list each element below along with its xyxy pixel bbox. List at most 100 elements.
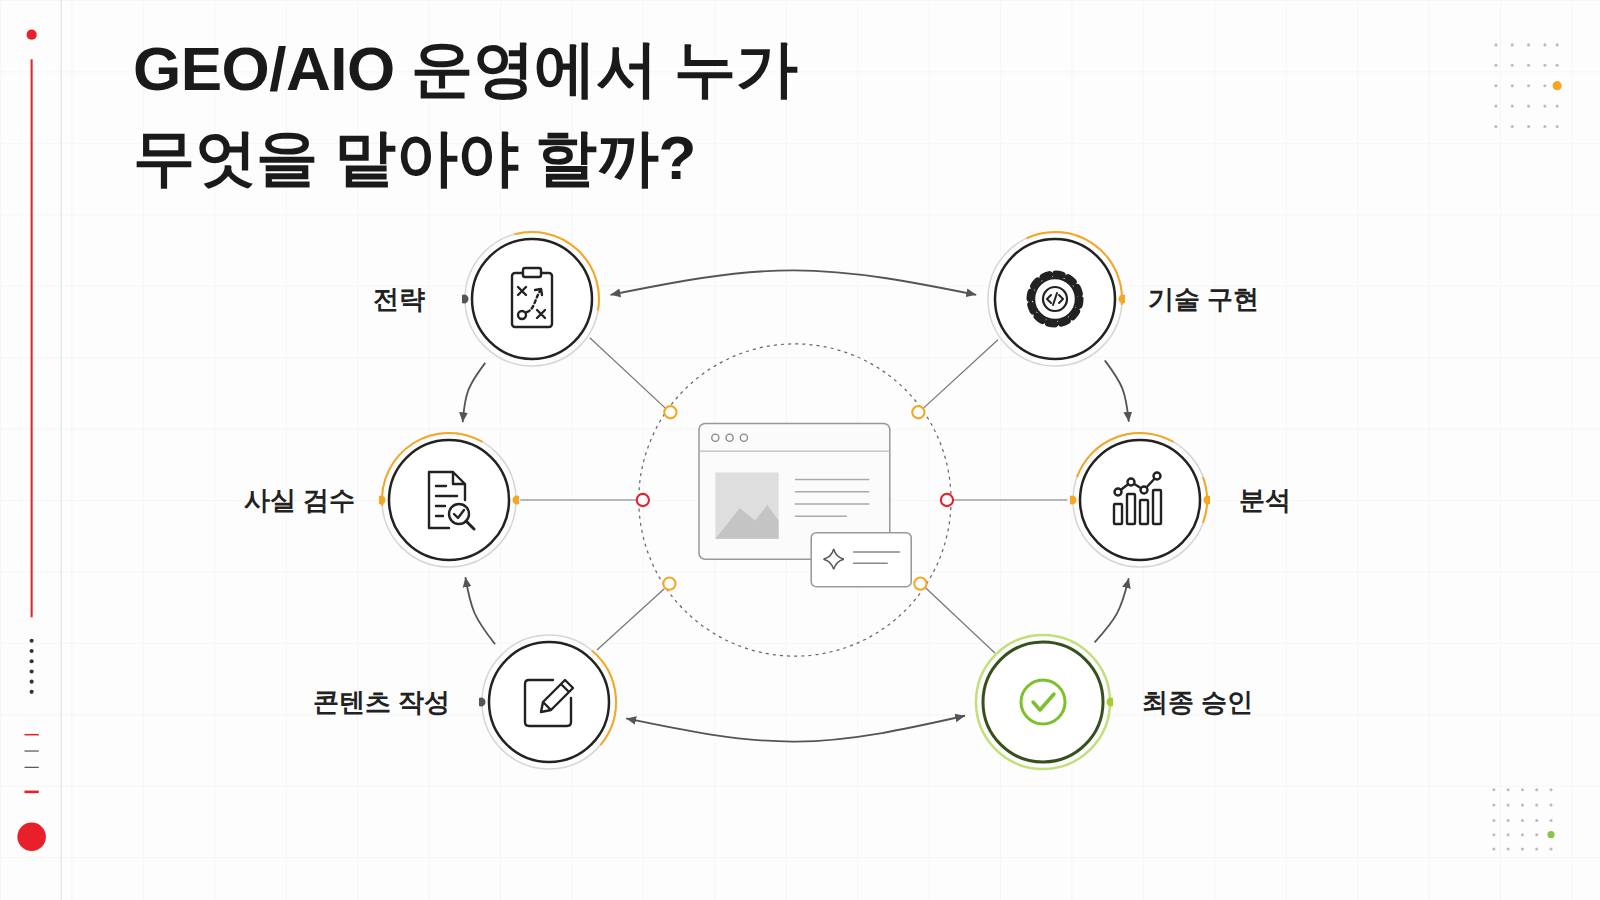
flow-arrow <box>611 270 977 294</box>
grid-dot <box>1535 819 1538 822</box>
grid-dot <box>1535 833 1538 836</box>
side-dots <box>30 639 34 694</box>
grid-dot <box>1549 788 1552 791</box>
joint-ring <box>664 406 676 418</box>
text-line <box>853 551 900 553</box>
grid-dot <box>1527 64 1530 67</box>
outer-ring <box>1073 433 1207 567</box>
role-label: 기술 구현 <box>1148 281 1259 316</box>
ring-dot <box>1203 496 1210 505</box>
flow-arrow <box>1095 578 1129 642</box>
side-dot <box>30 639 34 643</box>
grid-dot <box>1507 804 1510 807</box>
joint-ring <box>663 578 675 590</box>
role-label: 최종 승인 <box>1142 685 1253 720</box>
grid-dot <box>1535 847 1538 850</box>
role-label: 분석 <box>1239 483 1291 518</box>
grid-dot <box>1535 788 1538 791</box>
ring-dot <box>462 294 469 303</box>
role-label: 콘텐츠 작성 <box>313 685 450 720</box>
grid-dot <box>1521 819 1524 822</box>
side-rule <box>61 0 62 900</box>
grid-dot <box>1511 84 1514 87</box>
grid-dot <box>1521 788 1524 791</box>
flow-arrow <box>626 716 965 742</box>
role-circle: 사실 검수 <box>379 430 519 570</box>
image-mountain <box>715 505 778 539</box>
grid-dot <box>1511 125 1514 128</box>
grid-dot <box>1507 833 1510 836</box>
ring-dot <box>1106 698 1113 707</box>
grid-dot <box>1494 105 1497 108</box>
role-circle: 기술 구현 <box>985 229 1125 369</box>
flow-arrow <box>463 363 486 422</box>
hub-spoke <box>597 589 664 650</box>
hub-spoke <box>590 338 666 408</box>
grid-dot <box>1521 833 1524 836</box>
dot-grid <box>1492 788 1552 850</box>
grid-dot <box>1543 64 1546 67</box>
text-lines <box>795 480 869 517</box>
grid-dot <box>1556 43 1559 46</box>
inner-circle <box>995 239 1115 359</box>
outer-ring <box>382 433 516 567</box>
grid-dot <box>1543 125 1546 128</box>
ring-dot <box>512 496 519 505</box>
hub-dashed-circle <box>639 344 951 656</box>
side-marker <box>17 822 46 851</box>
hub-spoke <box>520 499 636 500</box>
hub-joints <box>637 406 953 590</box>
role-icon <box>1021 680 1065 724</box>
browser-dot <box>712 434 719 441</box>
browser-dot <box>726 434 733 441</box>
text-line <box>795 491 869 493</box>
inner-circle <box>489 642 609 762</box>
grid-dot <box>1511 64 1514 67</box>
circle-outline <box>985 229 1125 369</box>
role-circle: 분석 <box>1070 430 1210 570</box>
hub-spoke <box>926 588 995 653</box>
accent-dot <box>1547 831 1554 838</box>
sparkle-symbol <box>823 549 843 569</box>
grid-dot <box>1549 804 1552 807</box>
outer-ring <box>988 232 1122 366</box>
grid-dot <box>1507 788 1510 791</box>
dot-grid <box>1494 43 1558 128</box>
grid-dot <box>1556 105 1559 108</box>
grid-dot <box>1494 84 1497 87</box>
ai-answer-card <box>811 533 911 587</box>
grid-dot <box>1521 847 1524 850</box>
role-icon <box>1030 274 1080 324</box>
joint-ring <box>637 494 649 506</box>
grid-dot <box>1521 804 1524 807</box>
role-label: 사실 검수 <box>244 483 355 518</box>
inner-circle <box>1080 440 1200 560</box>
text-line <box>795 516 847 518</box>
role-icon <box>1114 473 1161 525</box>
grid-dot <box>1511 43 1514 46</box>
outer-ring <box>976 635 1110 769</box>
role-icon <box>512 268 552 327</box>
side-dash <box>24 791 38 794</box>
slide-title: GEO/AIO 운영에서 누가 무엇을 맡아야 할까? <box>133 24 842 202</box>
joint-ring <box>941 494 953 506</box>
grid-dot <box>1543 84 1546 87</box>
grid-dot <box>1492 847 1495 850</box>
grid-dot <box>1527 84 1530 87</box>
grid-dot <box>1543 43 1546 46</box>
text-line <box>853 563 888 565</box>
grid-dot <box>1527 43 1530 46</box>
hub-spokes <box>520 338 1067 653</box>
side-dot <box>30 659 34 663</box>
grid-dot <box>1494 125 1497 128</box>
ring-dot <box>1119 294 1126 303</box>
hub-spoke <box>953 499 1067 500</box>
grid-dot <box>1507 847 1510 850</box>
grid-dot <box>1527 105 1530 108</box>
outer-ring <box>482 635 616 769</box>
role-icon <box>429 472 474 529</box>
